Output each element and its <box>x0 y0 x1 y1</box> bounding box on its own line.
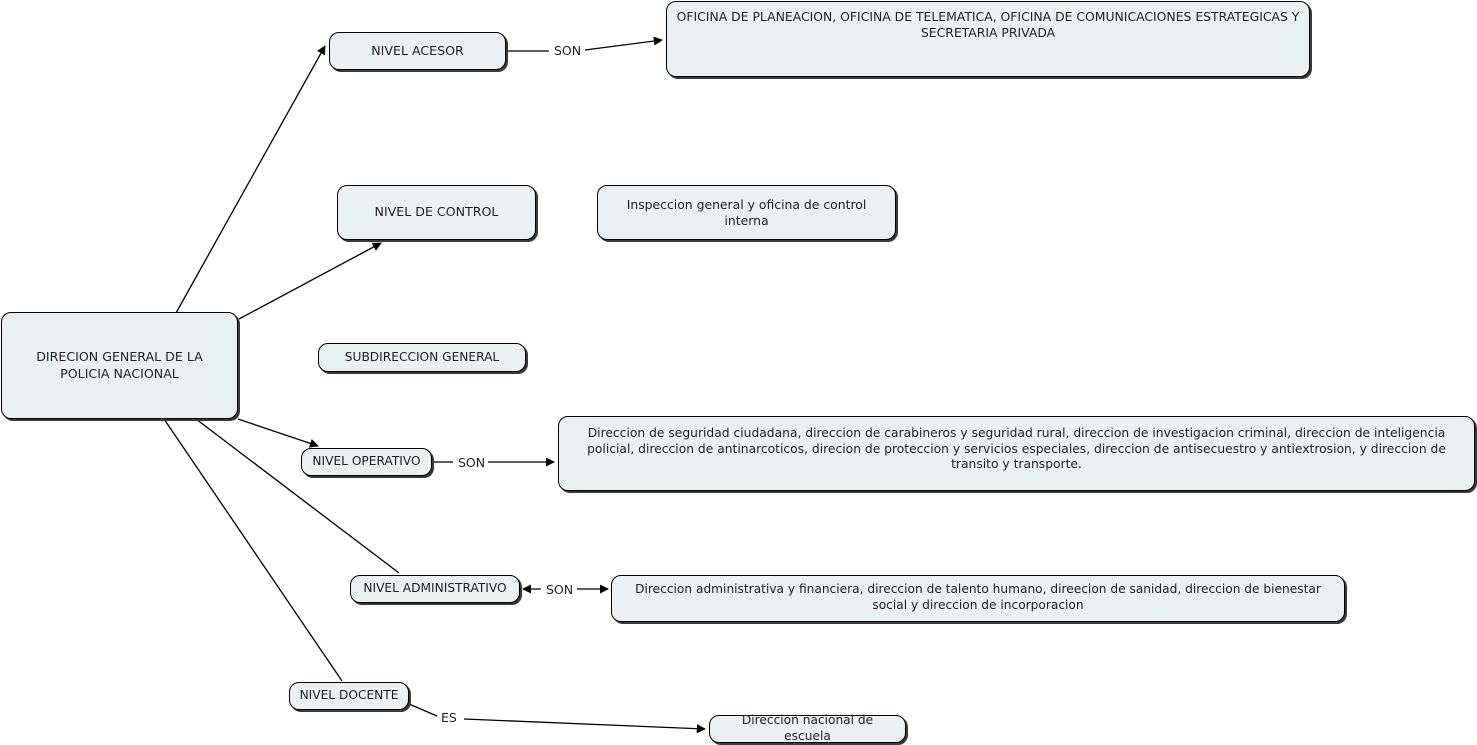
node-direccion-general[interactable]: DIRECION GENERAL DE LA POLICIA NACIONAL <box>1 312 238 419</box>
node-label: Inspeccion general y oficina de control … <box>626 196 867 228</box>
node-subdireccion-general[interactable]: SUBDIRECCION GENERAL <box>318 343 526 372</box>
node-nivel-administrativo-detalle[interactable]: Direccion administrativa y financiera, d… <box>611 575 1345 622</box>
node-label: NIVEL DE CONTROL <box>374 204 499 220</box>
edge-acesor-son-tail <box>584 36 663 51</box>
node-label: Direccion nacional de escuela <box>741 713 874 743</box>
edge-docente-es-tail <box>463 718 706 734</box>
edge-root-to-control <box>238 242 382 320</box>
node-label: Direccion administrativa y financiera, d… <box>635 582 1321 612</box>
edge-label-es-docente: ES <box>439 710 459 726</box>
edge-root-to-acesor <box>175 45 326 314</box>
edge-label-son-operativo: SON <box>456 455 488 471</box>
node-label: NIVEL ADMINISTRATIVO <box>363 581 507 596</box>
node-nivel-docente[interactable]: NIVEL DOCENTE <box>289 682 409 710</box>
node-label: OFICINA DE PLANEACION, OFICINA DE TELEMA… <box>676 9 1300 40</box>
edge-label-son-acesor: SON <box>552 43 584 59</box>
node-label: SUBDIRECCION GENERAL <box>344 349 500 364</box>
node-nivel-de-control[interactable]: NIVEL DE CONTROL <box>337 185 536 240</box>
node-label: NIVEL ACESOR <box>371 42 464 58</box>
node-nivel-acesor-detalle[interactable]: OFICINA DE PLANEACION, OFICINA DE TELEMA… <box>666 1 1310 77</box>
node-label: DIRECION GENERAL DE LA POLICIA NACIONAL <box>36 349 203 381</box>
edge-docente-es <box>408 703 438 717</box>
node-nivel-acesor[interactable]: NIVEL ACESOR <box>329 32 506 70</box>
node-nivel-de-control-detalle[interactable]: Inspeccion general y oficina de control … <box>597 185 896 240</box>
edge-label-son-administrativo: SON <box>544 582 576 598</box>
node-nivel-operativo[interactable]: NIVEL OPERATIVO <box>301 448 432 476</box>
edge-root-to-operativo <box>237 418 319 448</box>
edge-root-to-administrativo <box>195 418 400 574</box>
node-label: Direccion de seguridad ciudadana, direcc… <box>587 426 1446 472</box>
node-nivel-administrativo[interactable]: NIVEL ADMINISTRATIVO <box>350 575 520 603</box>
node-nivel-docente-detalle[interactable]: Direccion nacional de escuela <box>709 713 906 743</box>
node-nivel-operativo-detalle[interactable]: Direccion de seguridad ciudadana, direcc… <box>558 416 1475 491</box>
node-label: NIVEL DOCENTE <box>299 688 399 703</box>
node-label: NIVEL OPERATIVO <box>312 454 421 469</box>
